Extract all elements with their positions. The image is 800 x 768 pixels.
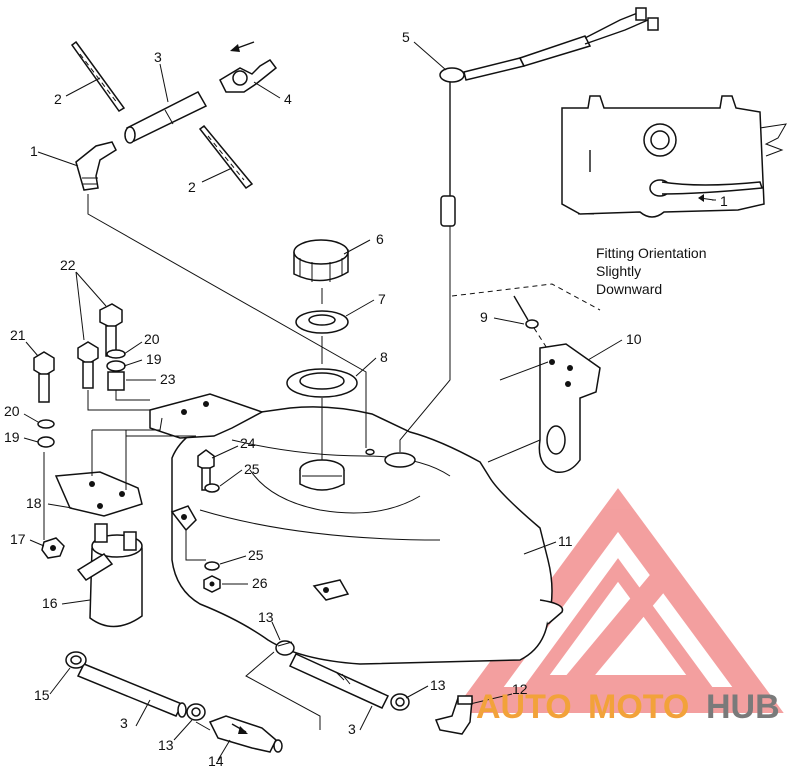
watermark-text: AUTO MOTO HUB: [476, 688, 780, 726]
callout-12: 12: [512, 681, 528, 697]
part-20-washer-left: [37, 419, 55, 429]
callout-15: 15: [34, 687, 50, 703]
part-10-bracket: [538, 343, 601, 473]
part-15-clamp: [65, 651, 87, 669]
callout-7: 7: [378, 291, 386, 307]
inset-caption-line1: Fitting Orientation: [596, 245, 707, 261]
callout-4: 4: [284, 91, 292, 107]
part-21-bolt: [33, 351, 55, 403]
part-24-bolt: [197, 449, 215, 491]
part-20-washer-right: [106, 349, 126, 359]
part-5-fuel-sender: [439, 7, 659, 227]
callout-13-lower: 13: [158, 737, 174, 753]
inset-fitting-orientation: [561, 95, 787, 218]
part-18-mount-plate: [54, 471, 143, 517]
watermark-part3: HUB: [706, 688, 780, 726]
watermark-part2: MOTO: [588, 688, 689, 726]
part-2-strap-lower: [198, 124, 254, 190]
part-22-bolt-b: [77, 341, 99, 389]
part-13-clamp-lower: [186, 703, 206, 721]
callout-6: 6: [376, 231, 384, 247]
callout-inset-1: 1: [720, 193, 728, 209]
callout-5: 5: [402, 29, 410, 45]
callout-20-left: 20: [4, 403, 20, 419]
callout-13-upper: 13: [258, 609, 274, 625]
part-19-washer-right: [106, 360, 126, 372]
part-26-nut: [203, 575, 221, 593]
part-16-canister: [76, 523, 143, 628]
callout-18: 18: [26, 495, 42, 511]
watermark-part1: AUTO: [476, 688, 572, 726]
inset-caption: Fitting Orientation Slightly Downward: [596, 245, 707, 297]
part-19-washer-left: [37, 436, 55, 448]
part-14-inline-filter: [208, 715, 283, 753]
callout-9: 9: [480, 309, 488, 325]
callout-24: 24: [240, 435, 256, 451]
callout-3-lower: 3: [120, 715, 128, 731]
part-25-washer-upper: [204, 483, 220, 493]
callout-3-upper: 3: [154, 49, 162, 65]
part-3-hose-mid: [288, 653, 390, 709]
callout-21: 21: [10, 327, 26, 343]
callout-20-right: 20: [144, 331, 160, 347]
callout-1: 1: [30, 143, 38, 159]
callout-16: 16: [42, 595, 58, 611]
part-3-hose-lower: [76, 663, 187, 718]
part-13-clamp-mid: [390, 693, 410, 711]
part-2-strap-upper: [70, 40, 126, 112]
inset-caption-line2: Slightly: [596, 263, 641, 279]
part-1-elbow-fitting: [75, 141, 117, 191]
part-6-fuel-cap: [293, 239, 349, 282]
part-25-washer-lower: [204, 561, 220, 571]
callout-25-upper: 25: [244, 461, 260, 477]
callout-14: 14: [208, 753, 224, 768]
callout-2-lower: 2: [188, 179, 196, 195]
callout-17: 17: [10, 531, 26, 547]
part-4-fuel-valve: [219, 59, 278, 93]
assembly-guides: [43, 194, 601, 731]
callout-3-mid: 3: [348, 721, 356, 737]
part-7-gasket: [295, 310, 349, 334]
part-22-bolt-a: [99, 303, 123, 357]
callout-26: 26: [252, 575, 268, 591]
callout-10: 10: [626, 331, 642, 347]
part-23-spacer: [107, 371, 125, 391]
part-17-nut: [41, 537, 65, 559]
callout-23: 23: [160, 371, 176, 387]
callout-11: 11: [558, 533, 573, 549]
callout-8: 8: [380, 349, 388, 365]
part-3-hose-upper: [124, 91, 208, 144]
part-13-clamp-upper: [275, 640, 295, 656]
callout-25-lower: 25: [248, 547, 264, 563]
inset-caption-line3: Downward: [596, 281, 662, 297]
part-8-ring: [286, 368, 358, 398]
callout-19-left: 19: [4, 429, 20, 445]
flow-arrow-icon: [230, 41, 255, 52]
callout-2-upper: 2: [54, 91, 62, 107]
callout-13-mid: 13: [430, 677, 446, 693]
leader-lines: [23, 41, 716, 761]
callout-22: 22: [60, 257, 76, 273]
callout-labels: 1 2 2 3 4 5 6 7 8 9 10 11 12 13 13 13 14…: [4, 29, 728, 768]
callout-19-right: 19: [146, 351, 162, 367]
part-11-fuel-tank: [170, 406, 564, 665]
part-12-elbow-fitting: [434, 695, 473, 735]
